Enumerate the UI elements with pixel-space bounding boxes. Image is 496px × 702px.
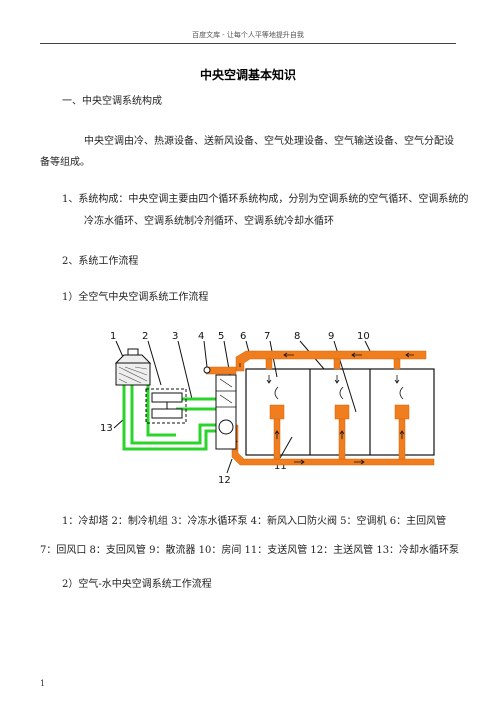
label-8: 8	[294, 331, 300, 342]
cooling-water-pipe-1	[122, 382, 216, 451]
leader-line-3	[177, 340, 193, 400]
page-title: 中央空调基本知识	[199, 68, 296, 82]
list-item-1-line2: 冷冻水循环、空调系统制冷剂循环、空调系统冷却水循环	[84, 216, 334, 227]
diffuser-swirl-1	[274, 386, 279, 400]
subheading-all-air: 1）全空气中央空调系统工作流程	[62, 292, 209, 303]
leader-line-12	[226, 458, 233, 474]
cooling-tower	[114, 348, 152, 386]
list-item-2: 2、系统工作流程	[62, 256, 139, 267]
label-7: 7	[264, 331, 270, 342]
caption-line1: 1：冷却塔 2：制冷机组 3：冷冻水循环泵 4：新风入口防火阀 5：空调机 6：…	[62, 516, 447, 527]
diffuser-2	[334, 404, 350, 420]
label-10: 10	[357, 331, 370, 342]
leader-line-1	[115, 340, 124, 358]
intro-paragraph: 中央空调由冷、热源设备、送新风设备、空气处理设备、空气输送设备、空气分配设备等组…	[40, 136, 454, 168]
hvac-diagram: 1 2 3 4 5 6 7 8 9 10 11 12 13	[100, 331, 435, 486]
page-header: 百度文库 - 让每个人平等地提升自我	[192, 31, 304, 39]
flow-arrow-supply-3	[399, 430, 405, 439]
label-6: 6	[240, 331, 246, 342]
flow-arrow-room-3	[394, 375, 400, 384]
flow-arrow-supply-1	[274, 430, 280, 439]
label-9: 9	[328, 331, 334, 342]
label-3: 3	[172, 331, 178, 342]
label-4: 4	[198, 331, 204, 342]
label-11: 11	[274, 461, 287, 472]
flow-arrow-return-3	[405, 352, 414, 358]
main-return-duct	[235, 350, 427, 372]
cooling-water-pipe-2	[130, 382, 216, 445]
diffuser-1	[269, 404, 285, 420]
return-vent-3	[393, 358, 401, 370]
flow-arrow-main-supply-1	[294, 459, 305, 465]
caption-line2: 7：回风口 8：支回风管 9：散流器 10：房间 11：支送风管 12：主送风管…	[40, 545, 460, 556]
fresh-air-duct	[205, 366, 237, 375]
leader-line-4	[203, 340, 208, 368]
label-2: 2	[142, 331, 148, 342]
section-heading: 一、中央空调系统构成	[62, 96, 162, 107]
subheading-air-water: 2）空气-水中央空调系统工作流程	[62, 579, 212, 590]
flow-arrow-supply-2	[339, 430, 345, 439]
cooling-water-pipe-3	[146, 385, 176, 437]
fire-damper	[203, 366, 211, 374]
diffuser-swirl-2	[339, 386, 344, 400]
flow-arrow-room-1	[266, 375, 272, 384]
list-item-1-line1: 1、系统构成：中央空调主要由四个循环系统构成，分别为空调系统的空气循环、空调系统…	[62, 194, 469, 205]
leader-line-13	[113, 418, 125, 429]
page-number: 1	[40, 679, 46, 688]
label-13: 13	[100, 423, 113, 434]
return-vent-2	[333, 358, 341, 370]
flow-arrow-return-2	[351, 352, 362, 358]
return-vent-1	[265, 358, 273, 370]
leader-line-2	[147, 340, 162, 386]
flow-arrow-room-2	[334, 375, 340, 384]
chiller-unit	[145, 388, 187, 424]
main-supply-duct	[231, 424, 435, 466]
label-12: 12	[218, 475, 231, 486]
air-handling-unit	[215, 374, 237, 450]
diffuser-3	[394, 404, 410, 420]
header-rule	[40, 43, 456, 44]
flow-arrow-return-1	[283, 352, 294, 358]
flow-arrow-main-supply-2	[354, 459, 365, 465]
label-5: 5	[218, 331, 224, 342]
diffuser-swirl-3	[399, 386, 404, 400]
label-1: 1	[110, 331, 116, 342]
